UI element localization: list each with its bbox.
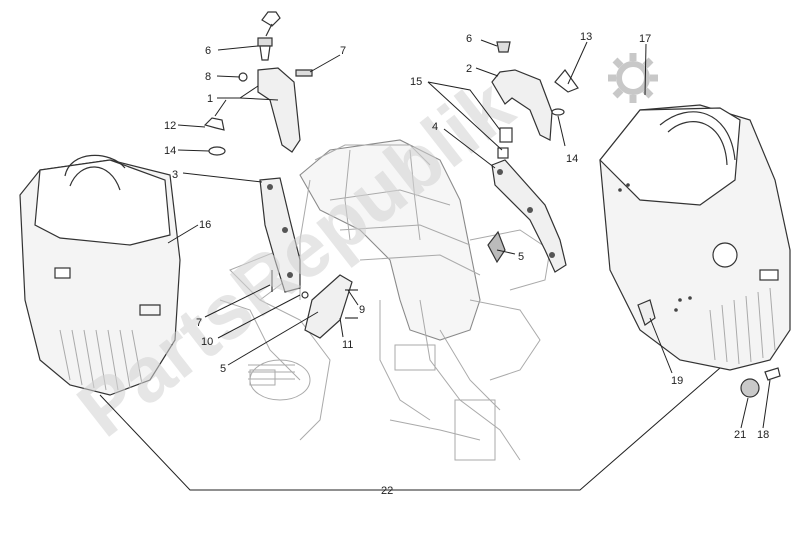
left-side-case: [19, 154, 181, 396]
callout-5-left: 5: [220, 363, 226, 375]
callout-7-left-top: 7: [340, 45, 346, 57]
callout-22: 22: [381, 485, 393, 497]
callout-12: 12: [164, 120, 176, 132]
callout-4: 4: [432, 121, 438, 133]
callout-18: 18: [757, 429, 769, 441]
callout-9: 9: [359, 304, 365, 316]
screw-18: [764, 367, 781, 381]
callout-17: 17: [639, 33, 651, 45]
callout-13: 13: [580, 31, 592, 43]
callout-14-left: 14: [164, 145, 176, 157]
callout-5-right: 5: [518, 251, 524, 263]
callout-6-left: 6: [205, 45, 211, 57]
callout-11: 11: [342, 339, 353, 351]
right-side-case: [599, 104, 791, 371]
callout-6-right: 6: [466, 33, 472, 45]
callout-2: 2: [466, 63, 472, 75]
callout-14-right: 14: [566, 153, 578, 165]
gear-icon: [608, 53, 658, 103]
callout-7-left-bottom: 7: [196, 317, 202, 329]
leader-lines: [99, 39, 771, 491]
callout-16: 16: [199, 219, 211, 231]
callout-15: 15: [410, 76, 422, 88]
callout-1: 1: [207, 93, 213, 105]
callout-labels: 6 7 8 1 12 14 3 16 7 10 5 9 11 6 2 13 17…: [164, 31, 769, 497]
left-bracket-assembly: [203, 11, 358, 380]
callout-21: 21: [734, 429, 746, 441]
right-bracket-assembly: [487, 41, 579, 273]
motorcycle-frame: [219, 139, 551, 461]
cover-cap: [740, 378, 760, 398]
callout-3: 3: [172, 169, 178, 181]
callout-19: 19: [671, 375, 683, 387]
callout-10: 10: [201, 336, 213, 348]
callout-8: 8: [205, 71, 211, 83]
